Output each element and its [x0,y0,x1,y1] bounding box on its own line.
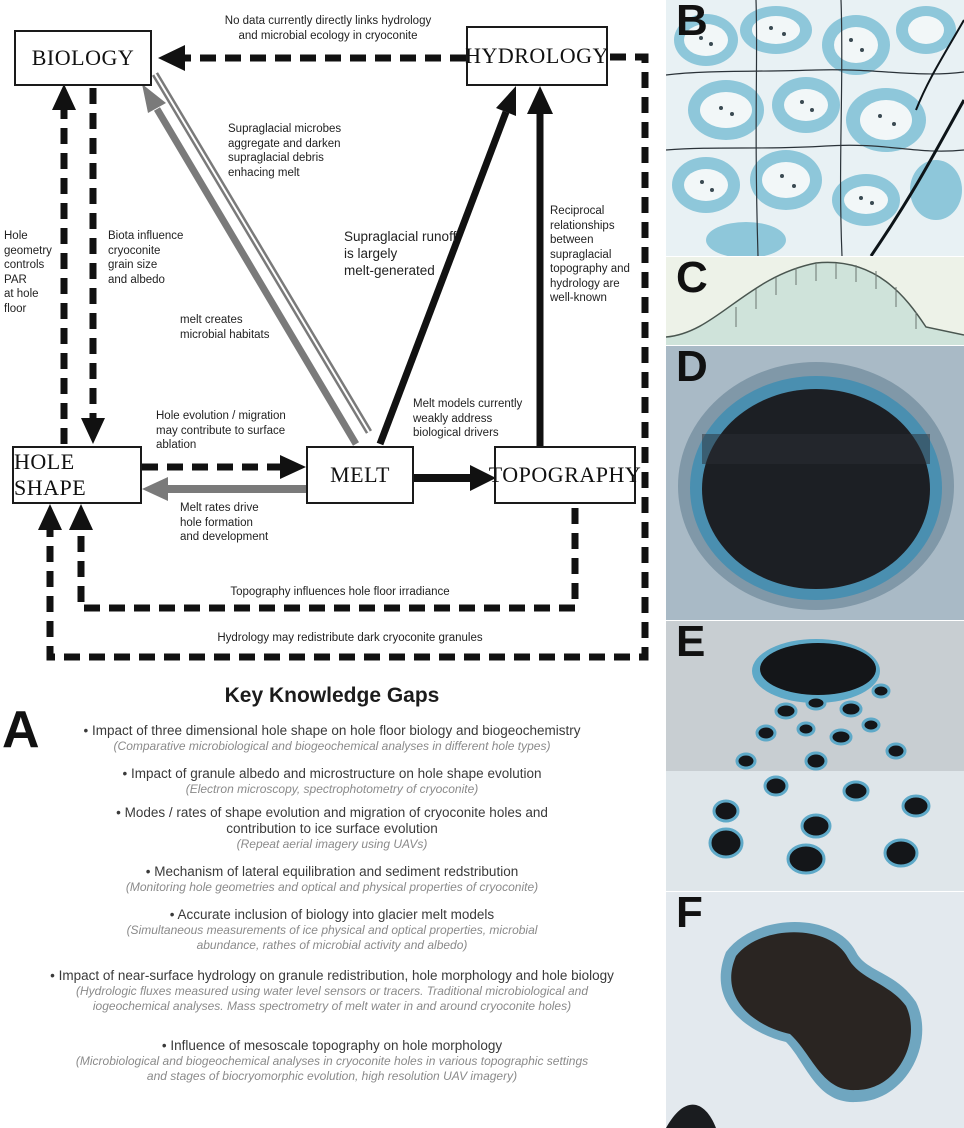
gap-heading: • Impact of near-surface hydrology on gr… [50,968,614,983]
panel-c-image [666,257,964,345]
panel-letter-f: F [676,892,703,937]
gap-item: • Modes / rates of shape evolution and m… [0,805,664,852]
panel-letter-b: B [676,0,708,45]
label-melt-rates: Melt rates drive hole formation and deve… [180,502,269,543]
arrow-topography-to-hole-shape [69,504,579,612]
arrow-hydrology-to-biology [158,45,466,71]
gap-heading: • Impact of three dimensional hole shape… [83,723,581,738]
panel-b-image [666,0,964,256]
node-melt: MELT [306,446,414,504]
node-hydrology: HYDROLOGY [465,26,608,86]
gap-heading: • Accurate inclusion of biology into gla… [169,907,495,922]
gap-detail: (Simultaneous measurements of ice physic… [126,923,538,952]
relationship-arrows [38,45,649,661]
gap-detail: (Electron microscopy, spectrophotometry … [185,782,479,796]
node-topography: TOPOGRAPHY [489,446,641,504]
label-hydrology-hole: Hydrology may redistribute dark cryoconi… [217,632,483,644]
panel-letter-d: D [676,346,708,391]
arrow-melt-to-topography [414,465,496,491]
panel-d-image [666,346,964,620]
gap-item: • Accurate inclusion of biology into gla… [0,907,664,953]
label-topography-hydrology: Reciprocal relationships between supragl… [550,205,630,304]
gap-detail: (Repeat aerial imagery using UAVs) [236,837,428,851]
panel-letter-c: C [676,257,708,302]
panel-b-sketch: B [666,0,964,256]
panel-d-photo: D [666,346,964,620]
gap-detail: (Monitoring hole geometries and optical … [125,880,539,894]
panel-letter-e: E [676,621,706,666]
arrow-melt-to-hole-shape [142,477,306,501]
label-biota-influence: Biota influence cryoconite grain size an… [108,230,184,286]
gap-heading: • Mechanism of lateral equilibration and… [145,864,519,879]
label-melt-hydrology: Supraglacial runoff is largely melt-gene… [344,229,457,278]
label-biology-melt: Supraglacial microbes aggregate and dark… [228,123,342,179]
gap-detail: (Hydrologic fluxes measured using water … [76,984,588,1013]
gap-item: • Impact of near-surface hydrology on gr… [0,968,664,1014]
panel-f-image [666,892,964,1128]
label-hole-geometry: Hole geometry controls PAR at hole floor [4,230,52,315]
arrow-biology-to-melt [151,72,373,434]
panel-e-photo: E [666,621,964,891]
arrow-biology-to-hole-shape [81,88,105,444]
label-topography-hole: Topography influences hole floor irradia… [230,586,450,598]
gap-heading: • Impact of granule albedo and microstru… [122,766,542,781]
arrow-melt-to-biology [142,84,360,446]
panel-letter-a: A [2,701,40,759]
label-hydrology-biology: No data currently directly links hydrolo… [224,15,432,42]
arrow-topography-to-hydrology [527,86,553,450]
gap-item: • Impact of granule albedo and microstru… [0,766,664,797]
arrow-hole-shape-to-melt [142,455,306,479]
panel-c-profile: C [666,257,964,345]
knowledge-gaps-title: Key Knowledge Gaps [224,684,440,707]
arrow-hole-shape-to-biology [52,84,76,444]
label-melt-biology: melt creates microbial habitats [180,314,270,341]
label-melt-models: Melt models currently weakly address bio… [413,398,523,439]
gap-detail: (Comparative microbiological and biogeoc… [113,739,551,753]
panel-f-photo: F [666,892,964,1128]
gap-item: • Impact of three dimensional hole shape… [0,723,664,754]
arrow-hydrology-to-hole-shape [38,53,649,661]
gap-item: • Influence of mesoscale topography on h… [0,1038,664,1084]
gap-heading: • Modes / rates of shape evolution and m… [116,805,548,836]
node-biology: BIOLOGY [14,30,152,86]
label-hole-evolution: Hole evolution / migration may contribut… [156,410,286,451]
panel-e-image [666,621,964,891]
arrow-melt-to-hydrology [376,86,516,446]
gap-heading: • Influence of mesoscale topography on h… [161,1038,503,1053]
node-hole-shape: HOLE SHAPE [12,446,142,504]
gap-item: • Mechanism of lateral equilibration and… [0,864,664,895]
gap-detail: (Microbiological and biogeochemical anal… [75,1054,589,1083]
